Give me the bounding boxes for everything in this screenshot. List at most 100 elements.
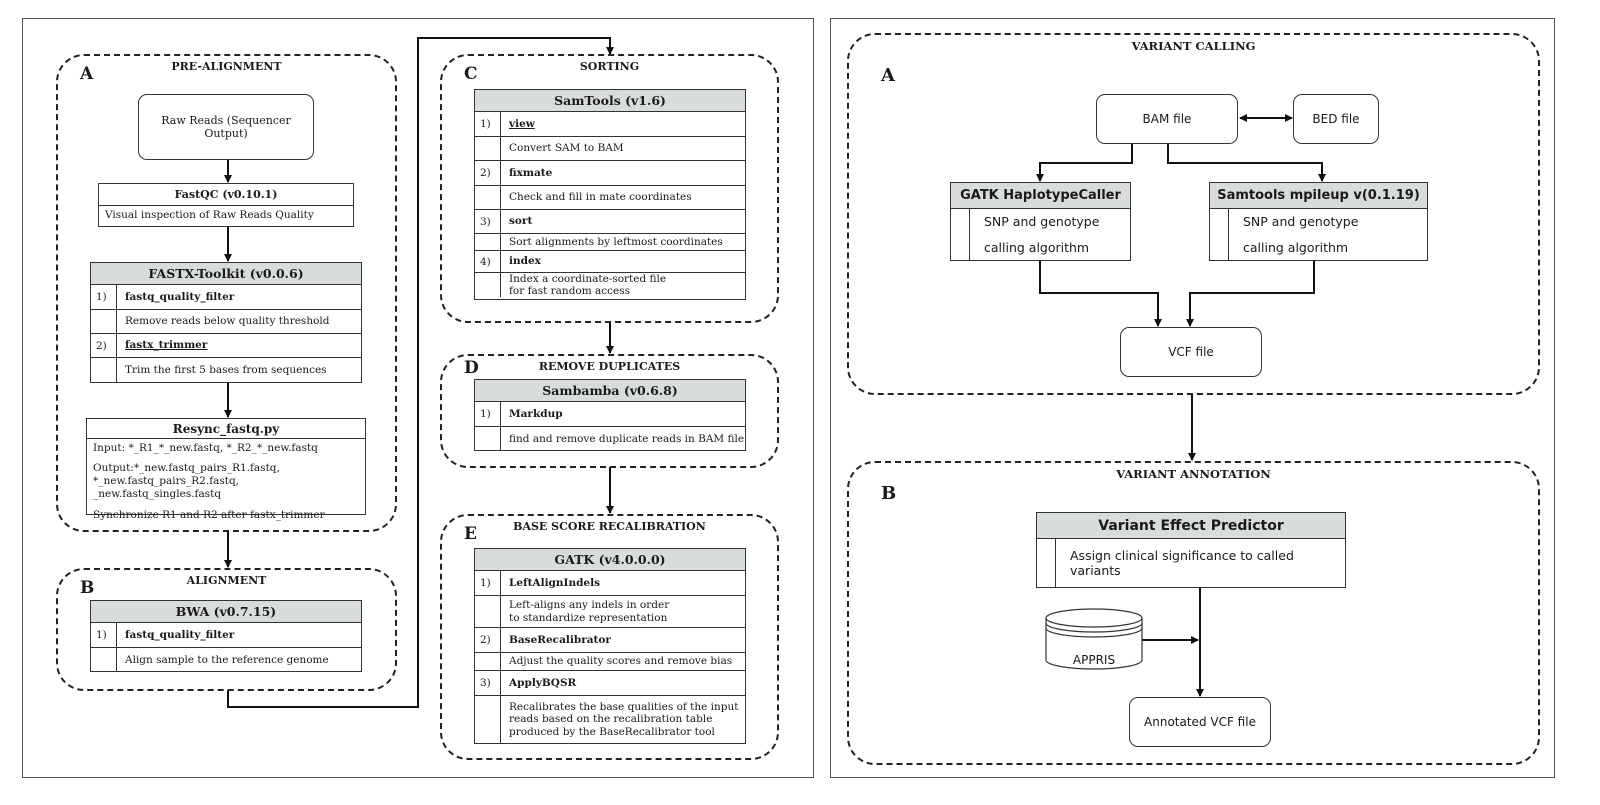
- samtools-step-4: 4) index: [475, 251, 745, 273]
- variant-calling-title: VARIANT CALLING: [1131, 39, 1256, 53]
- step-number: 3): [475, 671, 501, 695]
- samtools-step-4-desc: Index a coordinate-sorted file for fast …: [475, 273, 745, 297]
- vep-desc: Assign clinical significance to called v…: [1070, 548, 1294, 578]
- appris-label: APPRIS: [1072, 653, 1116, 667]
- raw-reads-node: Raw Reads (Sequencer Output): [138, 94, 314, 160]
- step-command: fixmate: [509, 166, 553, 179]
- step-description: Adjust the quality scores and remove bia…: [509, 655, 733, 668]
- variant-annotation-group: VARIANT ANNOTATION B: [847, 461, 1540, 765]
- pre-alignment-letter: A: [80, 64, 94, 84]
- step-number: 3): [475, 210, 501, 233]
- vep-name: Variant Effect Predictor: [1037, 513, 1345, 539]
- bwa-step-1-desc: Align sample to the reference genome: [91, 648, 361, 672]
- step-number: 2): [475, 628, 501, 652]
- remove-duplicates-group: REMOVE DUPLICATES D: [440, 354, 779, 468]
- annotated-vcf-node: Annotated VCF file: [1129, 697, 1271, 747]
- right-panel-frame: [830, 18, 1555, 778]
- fastx-step-2: 2) fastx_trimmer: [91, 334, 361, 358]
- fastqc-desc: Visual inspection of Raw Reads Quality: [105, 209, 314, 221]
- samtools-step-3: 3) sort: [475, 210, 745, 234]
- gatk-step-1-desc: Left-aligns any indels in order to stand…: [475, 596, 745, 628]
- annotated-vcf-label: Annotated VCF file: [1144, 715, 1256, 729]
- bam-file-label: BAM file: [1142, 112, 1192, 126]
- samtools-line-2: calling algorithm: [1243, 239, 1349, 255]
- pre-alignment-title: PRE-ALIGNMENT: [171, 60, 282, 73]
- step-number: 2): [475, 161, 501, 185]
- resync-name: Resync_fastq.py: [87, 419, 365, 439]
- step-command: index: [509, 255, 541, 268]
- gatk-step-2: 2) BaseRecalibrator: [475, 628, 745, 653]
- samtools-step-2: 2) fixmate: [475, 161, 745, 186]
- samtools-mpileup-tool: Samtools mpileup v(0.1.19) SNP and genot…: [1209, 182, 1428, 261]
- step-command: view: [509, 117, 535, 130]
- samtools-line-1: SNP and genotype: [1243, 214, 1359, 230]
- appris-database-icon: [1045, 608, 1143, 670]
- variant-calling-group: VARIANT CALLING A: [847, 33, 1540, 395]
- fastx-step-2-desc: Trim the first 5 bases from sequences: [91, 358, 361, 382]
- variant-calling-letter: A: [881, 65, 895, 86]
- step-description: to standardize representation: [509, 611, 668, 624]
- samtools-name: SamTools (v1.6): [475, 90, 745, 112]
- recalibration-group: BASE SCORE RECALIBRATION E: [440, 514, 779, 760]
- bed-file-node: BED file: [1293, 94, 1379, 144]
- sorting-title: SORTING: [579, 60, 640, 73]
- fastqc-tool: FastQC (v0.10.1) Visual inspection of Ra…: [98, 183, 354, 227]
- remove-duplicates-letter: D: [464, 358, 479, 378]
- step-description: Remove reads below quality threshold: [125, 315, 330, 328]
- pre-alignment-group: PRE-ALIGNMENT A: [56, 54, 397, 532]
- resync-output-1: Output:*_new.fastq_pairs_R1.fastq,: [93, 462, 280, 475]
- bwa-step-1: 1) fastq_quality_filter: [91, 623, 361, 648]
- gatk-line-1: SNP and genotype: [984, 214, 1100, 230]
- bwa-name: BWA (v0.7.15): [91, 601, 361, 623]
- resync-script: Resync_fastq.py Input: *_R1_*_new.fastq,…: [86, 418, 366, 521]
- step-description: Left-aligns any indels in order: [509, 599, 670, 612]
- step-command: fastx_trimmer: [125, 339, 208, 352]
- step-command: sort: [509, 215, 533, 228]
- variant-annotation-letter: B: [881, 483, 897, 504]
- sambamba-name: Sambamba (v0.6.8): [475, 380, 745, 402]
- fastx-toolkit-tool: FASTX-Toolkit (v0.0.6) 1) fastq_quality_…: [90, 262, 362, 383]
- step-command: ApplyBQSR: [509, 676, 577, 689]
- samtools-step-3-desc: Sort alignments by leftmost coordinates: [475, 234, 745, 251]
- samtools-mpileup-name: Samtools mpileup v(0.1.19): [1210, 183, 1427, 209]
- bwa-tool: BWA (v0.7.15) 1) fastq_quality_filter Al…: [90, 600, 362, 672]
- step-description: Check and fill in mate coordinates: [509, 191, 692, 204]
- resync-output-2: *_new.fastq_pairs_R2.fastq, _new.fastq_s…: [93, 475, 240, 501]
- resync-sync: Synchronize R1 and R2 after fastx_trimme…: [93, 508, 325, 521]
- step-number: 1): [475, 571, 501, 595]
- vcf-file-label: VCF file: [1168, 345, 1214, 359]
- step-description: Align sample to the reference genome: [125, 653, 329, 666]
- gatk-step-3-desc: Recalibrates the base qualities of the i…: [475, 696, 745, 743]
- step-description: Trim the first 5 bases from sequences: [125, 363, 327, 376]
- step-number: 2): [91, 334, 117, 357]
- sambamba-tool: Sambamba (v0.6.8) 1) Markdup find and re…: [474, 379, 746, 451]
- arrow-bam-to-samtools: [1167, 143, 1326, 182]
- sambamba-step-1: 1) Markdup: [475, 402, 745, 427]
- step-number: 1): [475, 112, 501, 136]
- arrow-align-to-sorting: [227, 37, 614, 708]
- step-command: BaseRecalibrator: [509, 633, 611, 646]
- sorting-group: SORTING C: [440, 54, 779, 323]
- samtools-step-2-desc: Check and fill in mate coordinates: [475, 186, 745, 210]
- step-number: 1): [475, 402, 501, 426]
- samtools-step-1-desc: Convert SAM to BAM: [475, 137, 745, 161]
- alignment-letter: B: [80, 578, 95, 598]
- step-command: fastq_quality_filter: [125, 290, 235, 303]
- step-description: produced by the BaseRecalibrator tool: [509, 725, 715, 738]
- step-description: for fast random access: [509, 285, 631, 297]
- fastx-step-1-desc: Remove reads below quality threshold: [91, 310, 361, 334]
- raw-reads-label: Raw Reads (Sequencer Output): [161, 114, 291, 140]
- step-command: LeftAlignIndels: [509, 576, 600, 589]
- recalibration-letter: E: [464, 524, 477, 544]
- gatk-recal-name: GATK (v4.0.0.0): [475, 549, 745, 571]
- variant-annotation-title: VARIANT ANNOTATION: [1116, 467, 1271, 481]
- step-description: Sort alignments by leftmost coordinates: [509, 235, 723, 248]
- gatk-step-2-desc: Adjust the quality scores and remove bia…: [475, 653, 745, 671]
- bam-file-node: BAM file: [1096, 94, 1238, 144]
- step-command: Markdup: [509, 407, 563, 420]
- gatk-haplotypecaller-tool: GATK HaplotypeCaller SNP and genotype ca…: [950, 182, 1131, 261]
- alignment-group: ALIGNMENT B: [56, 568, 397, 691]
- gatk-step-1: 1) LeftAlignIndels: [475, 571, 745, 596]
- step-description: Index a coordinate-sorted file: [509, 272, 667, 285]
